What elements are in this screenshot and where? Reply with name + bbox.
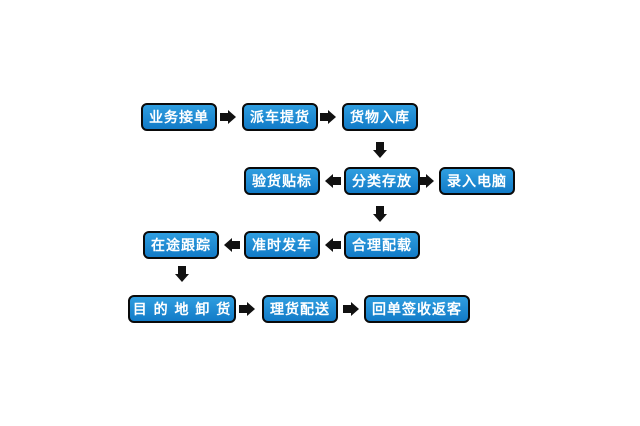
arrow-down [175,266,189,282]
arrow-left [325,238,341,252]
node-inspection-labeling: 验货贴标 [244,167,320,195]
arrow-right [220,110,236,124]
node-consolidation-loading: 合理配载 [344,231,420,259]
arrow-right [320,110,336,124]
node-goods-distribution: 理货配送 [262,295,338,323]
node-receipt-return: 回单签收返客 [364,295,470,323]
arrow-down [373,142,387,158]
arrow-down [373,206,387,222]
node-goods-warehousing: 货物入库 [342,103,418,131]
node-computer-entry: 录入电脑 [439,167,515,195]
arrow-right [343,302,359,316]
node-order-taking: 业务接单 [141,103,217,131]
node-timely-dispatch: 准时发车 [244,231,320,259]
arrow-left [325,174,341,188]
node-in-transit-tracking: 在途跟踪 [143,231,219,259]
node-dispatch-pickup: 派车提货 [242,103,318,131]
arrow-right [239,302,255,316]
node-destination-unloading: 目 的 地 卸 货 [128,295,236,323]
arrow-left [224,238,240,252]
node-sorting-storage: 分类存放 [344,167,420,195]
arrow-right [418,174,434,188]
